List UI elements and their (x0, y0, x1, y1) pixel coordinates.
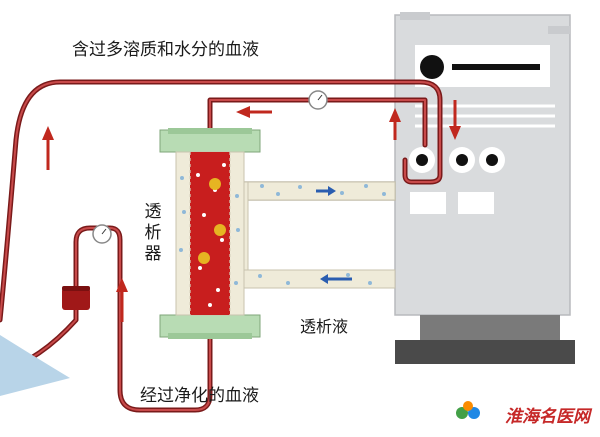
dialyzer-char-1: 透 (144, 202, 162, 222)
return-tube-inner (75, 227, 211, 411)
watermark-logo-icon (456, 401, 480, 419)
dialyzer-top-ridge (168, 128, 252, 134)
machine-button (410, 192, 446, 214)
knob-center (486, 154, 498, 166)
label-dialysate: 透析液 (300, 317, 349, 336)
arrow-up-icon (42, 126, 54, 140)
pressure-gauge-left-icon (92, 224, 112, 244)
display-bar (452, 64, 540, 70)
watermark-text: 淮海名医网 (505, 407, 590, 427)
dialyzer-side-bubbles (179, 176, 240, 285)
arrow-right-icon (328, 186, 336, 196)
machine-top-edge (400, 12, 430, 20)
dialyzer-cells (198, 178, 226, 264)
dialysate-lines (229, 181, 396, 289)
dialysate-out-tube (229, 269, 396, 289)
arrow-up-icon (116, 278, 128, 292)
label-dialyzer: 透 析 器 (144, 202, 162, 265)
pressure-gauge-top-icon (308, 90, 328, 110)
machine-button (458, 192, 494, 214)
arrow-up-icon (389, 108, 401, 122)
pump-knob-center (416, 154, 428, 166)
machine-base-upper (420, 315, 560, 343)
dialyzer-char-2: 析 (144, 223, 162, 243)
label-blood-out: 经过净化的血液 (140, 386, 259, 406)
watermark: 淮海名医网 (505, 402, 590, 427)
dialysate-in-tube (229, 181, 396, 201)
label-blood-in: 含过多溶质和水分的血液 (72, 40, 259, 60)
arrow-left-icon (320, 274, 328, 284)
machine-base (395, 340, 575, 364)
power-knob-icon (420, 55, 444, 79)
blood-flow-arrows (42, 100, 461, 322)
dialyzer-char-3: 器 (144, 244, 162, 264)
knob-center (456, 154, 468, 166)
dialyzer (159, 128, 261, 339)
arrow-left-icon (236, 106, 250, 118)
dialysis-machine (394, 12, 575, 364)
tube-clamp-icon (62, 288, 90, 310)
arrow-down-icon (449, 126, 461, 140)
tube-clamp-top (62, 286, 90, 291)
patient-arm (0, 335, 70, 396)
inflow-tube-inner (0, 81, 441, 321)
dialyzer-bottom-ridge (168, 333, 252, 339)
machine-top-edge-right (548, 26, 570, 34)
